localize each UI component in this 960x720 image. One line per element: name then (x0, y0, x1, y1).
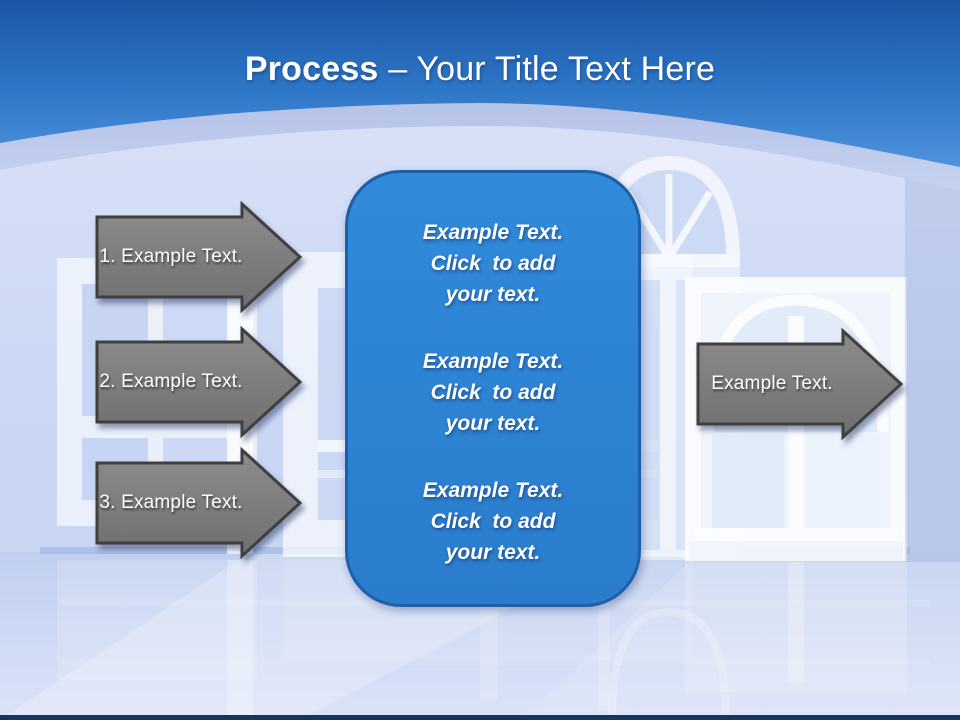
center-text-panel[interactable]: Example Text. Click to add your text. Ex… (345, 170, 641, 607)
slide-title[interactable]: Process – Your Title Text Here (0, 50, 960, 89)
result-arrow[interactable]: Example Text. (696, 328, 904, 440)
panel-text-block-1[interactable]: Example Text. Click to add your text. (422, 221, 564, 306)
bottom-accent-bar (0, 715, 960, 720)
panel-text-block-2[interactable]: Example Text. Click to add your text. (422, 350, 564, 435)
step-arrow-1[interactable]: 1. Example Text. (95, 201, 303, 313)
arrow-label: 3. Example Text. (99, 492, 243, 513)
slide-title-emphasis: Process (244, 50, 379, 88)
slide-title-text: – Your Title Text Here (378, 50, 716, 88)
step-arrow-3[interactable]: 3. Example Text. (95, 447, 303, 559)
arrow-label: 1. Example Text. (99, 246, 243, 267)
arrow-label: Example Text. (711, 373, 833, 394)
panel-text-block-3[interactable]: Example Text. Click to add your text. (422, 479, 564, 564)
step-arrow-2[interactable]: 2. Example Text. (95, 326, 303, 438)
arrow-label: 2. Example Text. (99, 371, 243, 392)
